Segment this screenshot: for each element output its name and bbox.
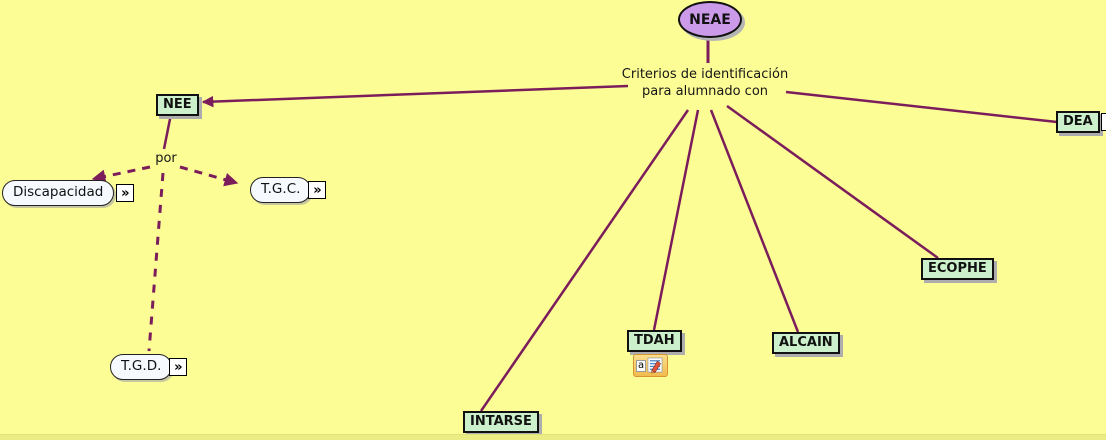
edge-phrase-intarse xyxy=(479,109,690,412)
node-discapacidad-group: Discapacidad » xyxy=(2,180,135,206)
note-pencil-icon xyxy=(647,357,663,374)
linking-phrase-criterios[interactable]: Criterios de identificación para alumnad… xyxy=(620,66,790,100)
resource-link-icon-tgd[interactable]: » xyxy=(169,358,188,376)
node-discapacidad-label: Discapacidad xyxy=(13,184,104,200)
resource-link-icon-discapacidad[interactable]: » xyxy=(116,184,135,202)
canvas-bottom-strip xyxy=(0,434,1106,440)
attachment-letter: a xyxy=(636,359,647,372)
node-tdah-label: TDAH xyxy=(634,333,675,348)
edge-phrase-nee xyxy=(201,84,629,108)
node-neae[interactable]: NEAE xyxy=(678,1,742,38)
chevron-right-double-icon: » xyxy=(313,182,322,198)
node-alcain[interactable]: ALCAIN xyxy=(772,332,840,354)
node-tgc-label: T.G.C. xyxy=(261,181,301,197)
node-tdah[interactable]: TDAH xyxy=(627,330,682,352)
edge-phrase-ecophe xyxy=(726,104,939,260)
node-intarse[interactable]: INTARSE xyxy=(463,411,539,433)
linking-phrase-por-label: por xyxy=(155,151,177,166)
node-discapacidad[interactable]: Discapacidad xyxy=(2,180,115,206)
node-dea-label: DEA xyxy=(1063,114,1093,129)
node-tgd-group: T.G.D. » xyxy=(110,354,188,380)
node-dea[interactable]: DEA xyxy=(1056,111,1100,133)
edge-por-discapacidad xyxy=(91,165,151,184)
node-tgd[interactable]: T.G.D. xyxy=(110,354,173,380)
node-nee[interactable]: NEE xyxy=(156,94,199,116)
node-neae-label: NEAE xyxy=(689,11,731,28)
chevron-right-double-icon: » xyxy=(174,359,183,375)
edge-phrase-tdah xyxy=(652,109,700,331)
edge-por-tgd xyxy=(147,172,165,352)
edge-por-tgc xyxy=(179,165,239,187)
node-tgd-label: T.G.D. xyxy=(121,358,162,374)
node-intarse-label: INTARSE xyxy=(470,414,532,429)
chevron-right-double-icon: » xyxy=(121,185,130,201)
node-tgc-group: T.G.C. » xyxy=(250,177,327,203)
linking-phrase-line1: Criterios de identificación xyxy=(621,67,789,82)
resource-link-icon-dea[interactable]: » xyxy=(1100,113,1106,131)
linking-phrase-line2: para alumnado con xyxy=(641,84,769,99)
node-ecophe[interactable]: ECOPHE xyxy=(921,258,994,280)
node-ecophe-label: ECOPHE xyxy=(928,261,987,276)
edge-phrase-alcain xyxy=(709,109,800,333)
edge-phrase-dea xyxy=(785,90,1058,124)
edge-nee-por xyxy=(162,113,173,150)
node-nee-label: NEE xyxy=(163,97,192,112)
resource-link-icon-tgc[interactable]: » xyxy=(308,181,327,199)
node-dea-group: DEA » xyxy=(1056,111,1106,133)
node-tgc[interactable]: T.G.C. xyxy=(250,177,312,203)
linking-phrase-por[interactable]: por xyxy=(148,150,184,167)
node-alcain-label: ALCAIN xyxy=(779,335,833,350)
attachment-icon[interactable]: a xyxy=(633,354,668,377)
